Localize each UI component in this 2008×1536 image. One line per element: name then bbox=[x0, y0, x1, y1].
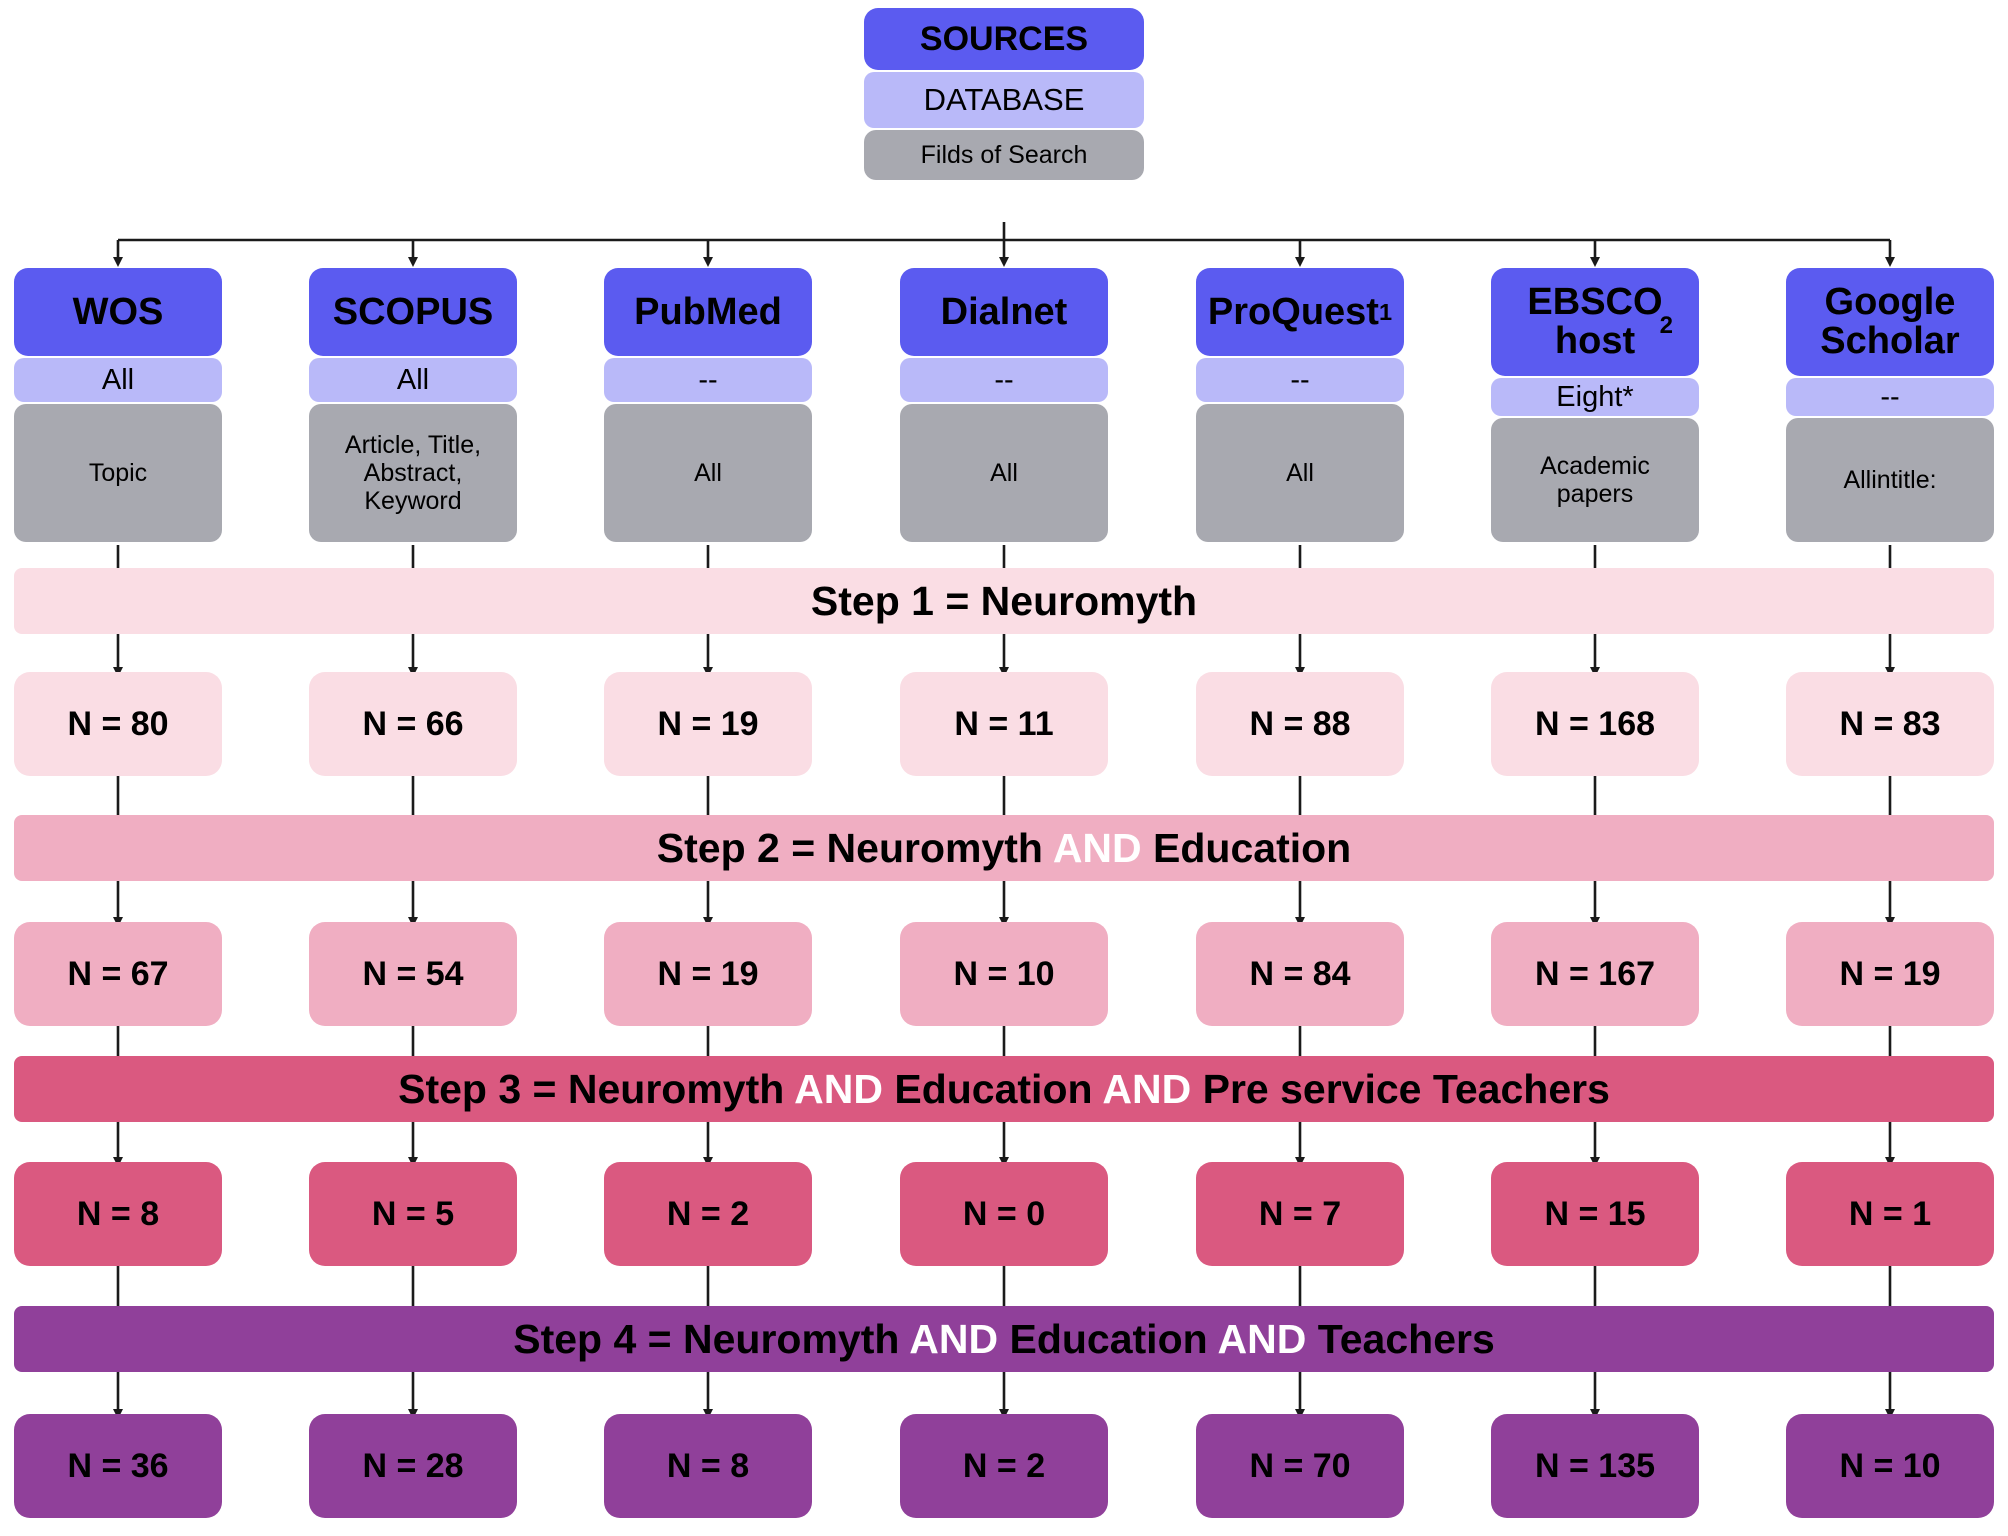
source-name-text: ProQuest bbox=[1207, 290, 1379, 333]
result-step3-scopus: N = 5 bbox=[309, 1162, 517, 1266]
source-name-text: Dialnet bbox=[940, 290, 1068, 333]
source-database-google-scholar: -- bbox=[1786, 378, 1994, 416]
step-banner-2-label: Step 2 = Neuromyth AND Education bbox=[657, 825, 1351, 872]
result-step3-wos: N = 8 bbox=[14, 1162, 222, 1266]
result-step4-google-scholar: N = 10 bbox=[1786, 1414, 1994, 1518]
step-banner-1: Step 1 = Neuromyth bbox=[14, 568, 1994, 634]
source-fields-scopus: Article, Title, Abstract, Keyword bbox=[309, 404, 517, 542]
source-name-text: SCOPUS bbox=[332, 290, 494, 333]
result-step1-proquest: N = 88 bbox=[1196, 672, 1404, 776]
source-title-pubmed[interactable]: PubMed bbox=[604, 268, 812, 356]
step-banner-2: Step 2 = Neuromyth AND Education bbox=[14, 815, 1994, 881]
step-banner-4: Step 4 = Neuromyth AND Education AND Tea… bbox=[14, 1306, 1994, 1372]
step-label-text: Pre service Teachers bbox=[1191, 1065, 1610, 1112]
source-name-text: EBSCO host bbox=[1527, 281, 1663, 362]
root-database-label: DATABASE bbox=[864, 72, 1144, 128]
step-label-text: Education bbox=[882, 1065, 1103, 1112]
source-title-dialnet[interactable]: Dialnet bbox=[900, 268, 1108, 356]
step-label-text: Step 2 = Neuromyth bbox=[656, 824, 1053, 871]
result-step4-wos: N = 36 bbox=[14, 1414, 222, 1518]
result-step2-proquest: N = 84 bbox=[1196, 922, 1404, 1026]
result-step4-ebsco-host: N = 135 bbox=[1491, 1414, 1699, 1518]
result-step4-scopus: N = 28 bbox=[309, 1414, 517, 1518]
source-name-text: WOS bbox=[72, 290, 164, 333]
step-label-text: Education bbox=[998, 1315, 1218, 1362]
boolean-and-operator: AND bbox=[794, 1065, 883, 1112]
source-database-pubmed: -- bbox=[604, 358, 812, 402]
result-step4-pubmed: N = 8 bbox=[604, 1414, 812, 1518]
result-step3-google-scholar: N = 1 bbox=[1786, 1162, 1994, 1266]
result-step1-pubmed: N = 19 bbox=[604, 672, 812, 776]
root-sources-title: SOURCES bbox=[864, 8, 1144, 70]
source-fields-dialnet: All bbox=[900, 404, 1108, 542]
source-fields-pubmed: All bbox=[604, 404, 812, 542]
result-step2-scopus: N = 54 bbox=[309, 922, 517, 1026]
step-label-text: Step 3 = Neuromyth bbox=[398, 1065, 795, 1112]
result-step3-ebsco-host: N = 15 bbox=[1491, 1162, 1699, 1266]
boolean-and-operator: AND bbox=[1052, 824, 1142, 871]
result-step1-wos: N = 80 bbox=[14, 672, 222, 776]
step-label-text: Education bbox=[1141, 824, 1352, 871]
source-fields-ebsco-host: Academic papers bbox=[1491, 418, 1699, 542]
result-step1-google-scholar: N = 83 bbox=[1786, 672, 1994, 776]
result-step3-pubmed: N = 2 bbox=[604, 1162, 812, 1266]
source-database-dialnet: -- bbox=[900, 358, 1108, 402]
source-title-scopus[interactable]: SCOPUS bbox=[309, 268, 517, 356]
result-step1-scopus: N = 66 bbox=[309, 672, 517, 776]
root-fields-of-search-label: Filds of Search bbox=[864, 130, 1144, 180]
step-label-text: Step 1 = Neuromyth bbox=[810, 577, 1198, 624]
result-step2-pubmed: N = 19 bbox=[604, 922, 812, 1026]
result-step3-dialnet: N = 0 bbox=[900, 1162, 1108, 1266]
result-step1-ebsco-host: N = 168 bbox=[1491, 672, 1699, 776]
result-step2-dialnet: N = 10 bbox=[900, 922, 1108, 1026]
step-label-text: Step 4 = Neuromyth bbox=[513, 1315, 910, 1362]
result-step4-dialnet: N = 2 bbox=[900, 1414, 1108, 1518]
source-title-google-scholar[interactable]: Google Scholar bbox=[1786, 268, 1994, 376]
source-database-wos: All bbox=[14, 358, 222, 402]
step-banner-4-label: Step 4 = Neuromyth AND Education AND Tea… bbox=[513, 1316, 1495, 1363]
result-step3-proquest: N = 7 bbox=[1196, 1162, 1404, 1266]
boolean-and-operator: AND bbox=[1217, 1315, 1307, 1362]
result-step4-proquest: N = 70 bbox=[1196, 1414, 1404, 1518]
step-banner-1-label: Step 1 = Neuromyth bbox=[811, 578, 1197, 625]
source-fields-proquest: All bbox=[1196, 404, 1404, 542]
source-name-text: PubMed bbox=[634, 290, 782, 333]
source-title-wos[interactable]: WOS bbox=[14, 268, 222, 356]
step-label-text: Teachers bbox=[1306, 1315, 1495, 1362]
source-database-scopus: All bbox=[309, 358, 517, 402]
source-database-ebsco-host: Eight* bbox=[1491, 378, 1699, 416]
boolean-and-operator: AND bbox=[1102, 1065, 1192, 1112]
source-database-proquest: -- bbox=[1196, 358, 1404, 402]
source-name-text: Google Scholar bbox=[1820, 281, 1960, 362]
result-step2-google-scholar: N = 19 bbox=[1786, 922, 1994, 1026]
step-banner-3: Step 3 = Neuromyth AND Education AND Pre… bbox=[14, 1056, 1994, 1122]
result-step2-wos: N = 67 bbox=[14, 922, 222, 1026]
source-fields-wos: Topic bbox=[14, 404, 222, 542]
result-step2-ebsco-host: N = 167 bbox=[1491, 922, 1699, 1026]
step-banner-3-label: Step 3 = Neuromyth AND Education AND Pre… bbox=[398, 1066, 1610, 1113]
result-step1-dialnet: N = 11 bbox=[900, 672, 1108, 776]
boolean-and-operator: AND bbox=[909, 1315, 999, 1362]
source-fields-google-scholar: Allintitle: bbox=[1786, 418, 1994, 542]
